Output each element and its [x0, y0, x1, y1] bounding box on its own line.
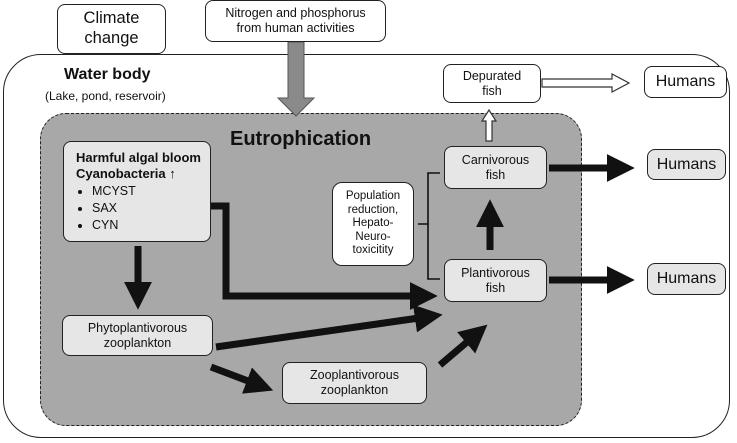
depurated-line2: fish [482, 83, 502, 98]
depurated-line1: Depurated [462, 68, 522, 83]
humans-top-label: Humans [655, 73, 716, 91]
nutrients-line1: Nitrogen and phosphorus [225, 6, 366, 20]
humans-box-middle: Humans [647, 149, 726, 180]
effects-line2: reduction, [347, 203, 399, 216]
plant-fish-line2: fish [485, 280, 506, 295]
effects-line3: Hepato- [352, 217, 394, 230]
depurated-to-humans-arrow [541, 73, 631, 93]
humans-box-top: Humans [644, 66, 727, 98]
zoo-zoo-line1: Zooplantivorous [310, 368, 399, 382]
toxin-item: SAX [92, 200, 136, 217]
humans-bottom-label: Humans [656, 270, 717, 288]
nutrients-box: Nitrogen and phosphorus from human activ… [205, 0, 386, 42]
toxin-item: MCYST [92, 183, 136, 200]
phytoplantivorous-zooplankton-box: Phytoplantivorous zooplankton [62, 315, 213, 356]
water-body-subtitle: (Lake, pond, reservoir) [45, 89, 166, 103]
climate-line2: change [84, 29, 139, 47]
zoo-zoo-line2: zooplankton [320, 383, 389, 397]
climate-change-box: Climate change [57, 4, 166, 54]
effects-line5: toxicitity [352, 244, 394, 257]
carnivorous-fish-box: Carnivorous fish [444, 146, 547, 189]
carn-fish-to-depurated-arrow [480, 108, 498, 142]
plantivorous-fish-box: Plantivorous fish [444, 259, 547, 302]
water-body-title: Water body [64, 66, 151, 83]
zooplantivorous-zooplankton-box: Zooplantivorous zooplankton [282, 362, 427, 404]
hab-to-plant-fish-arrow [210, 202, 438, 310]
hab-cyanobacteria: Cyanobacteria ↑ [76, 165, 176, 181]
effects-line4: Neuro- [355, 230, 391, 243]
phyto-zoo-to-zoo-zoo-arrow [209, 363, 274, 394]
humans-middle-label: Humans [656, 155, 717, 173]
toxic-effects-box: Population reduction, Hepato- Neuro- tox… [332, 182, 414, 266]
nutrients-line2: from human activities [236, 21, 355, 35]
carn-fish-line1: Carnivorous [461, 152, 530, 167]
phyto-zoo-line2: zooplankton [103, 335, 172, 350]
effects-bracket [418, 172, 440, 280]
nutrient-input-arrow [276, 41, 316, 117]
humans-box-bottom: Humans [647, 263, 726, 295]
effects-line1: Population [345, 190, 401, 203]
toxin-item: CYN [92, 217, 136, 234]
eutrophication-title: Eutrophication [230, 128, 372, 150]
depurated-fish-box: Depurated fish [443, 64, 541, 103]
phyto-zoo-to-plant-fish-arrow [215, 304, 443, 351]
toxin-list: MCYST SAX CYN [76, 183, 136, 234]
harmful-algal-bloom-box: Harmful algal bloom Cyanobacteria ↑ MCYS… [63, 141, 211, 242]
carn-fish-line2: fish [485, 167, 506, 182]
zoo-zoo-to-plant-fish-arrow [437, 324, 488, 368]
phyto-zoo-line1: Phytoplantivorous [87, 320, 188, 335]
plant-fish-line1: Plantivorous [461, 265, 530, 280]
climate-line1: Climate [83, 9, 140, 28]
hab-title: Harmful algal bloom [76, 150, 201, 165]
